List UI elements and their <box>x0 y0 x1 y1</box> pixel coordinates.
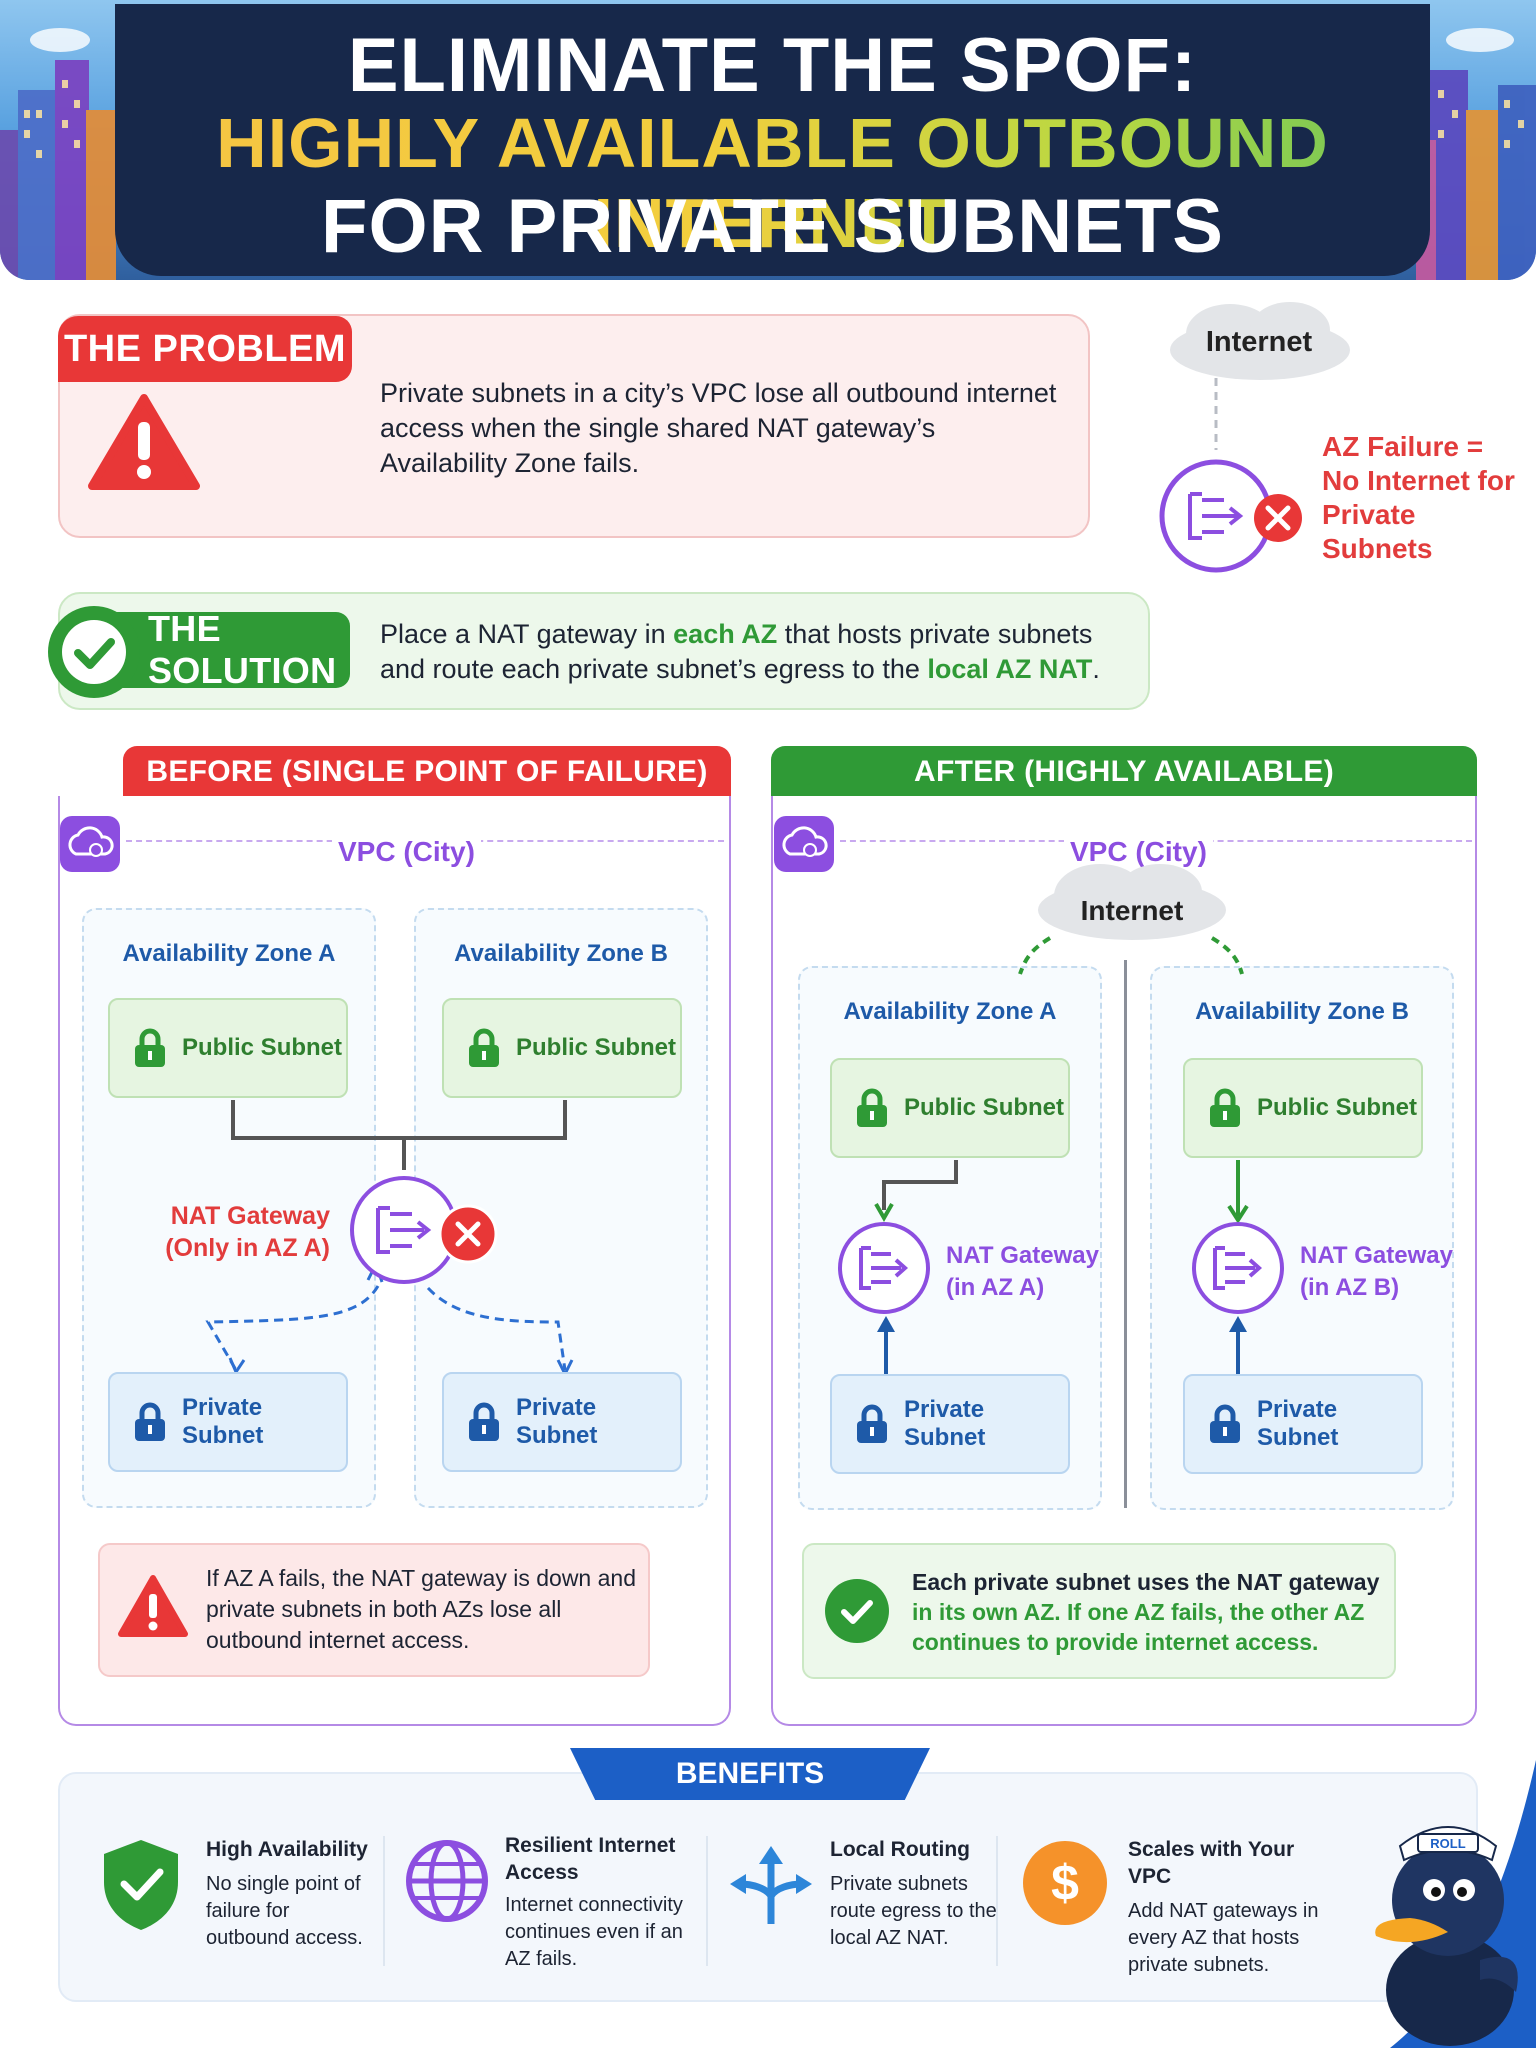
after-connectors <box>874 1160 1249 1378</box>
benefits-ribbon: BENEFITS <box>570 1748 930 1800</box>
benefit-high-availability: High Availability No single point of fai… <box>206 1838 368 1949</box>
title-line-3: FOR PRIVATE SUBNETS <box>321 184 1224 269</box>
lock-icon <box>466 1027 502 1069</box>
az-a-label-after: Availability Zone A <box>843 998 1057 1025</box>
benefit-separator <box>706 1836 708 1966</box>
lock-icon <box>132 1027 168 1069</box>
az-failure-text: AZ Failure = No Internet for Private Sub… <box>1322 431 1515 564</box>
nat-label-a-after: NAT Gateway(in AZ A) <box>946 1242 1099 1301</box>
lock-icon <box>854 1087 890 1129</box>
az-a-label-before: Availability Zone A <box>122 940 336 967</box>
check-circle-icon <box>825 1579 889 1643</box>
benefit-scales: Scales with Your VPC Add NAT gateways in… <box>1128 1838 1319 1976</box>
internet-label-after: Internet <box>1080 895 1184 926</box>
dollar-coin-icon: $ <box>1023 1841 1107 1925</box>
vpc-cloud-icon <box>60 816 120 872</box>
title-line-2: HIGHLY AVAILABLE OUTBOUND INTERNET <box>115 103 1430 263</box>
benefit-resilient-access: Resilient Internet Access Internet conne… <box>505 1834 683 1970</box>
header-banner <box>0 0 1536 280</box>
shield-check-icon <box>104 1840 178 1930</box>
after-note-text: Each private subnet uses the NAT gateway… <box>912 1569 1380 1655</box>
az-divider <box>1124 960 1127 1508</box>
warning-icon <box>118 1575 188 1637</box>
nat-label-before: NAT Gateway(Only in AZ A) <box>165 1202 330 1262</box>
public-subnet-b-after: Public Subnet <box>1183 1058 1423 1158</box>
lock-icon <box>1207 1087 1243 1129</box>
internet-cloud-after <box>1018 864 1244 975</box>
problem-diagram <box>1159 302 1350 573</box>
cloud-icon <box>1170 302 1350 380</box>
az-b-label-before: Availability Zone B <box>454 940 668 967</box>
before-note-text: If AZ A fails, the NAT gateway is down a… <box>206 1565 636 1653</box>
title-panel <box>115 4 1430 276</box>
az-b-label-after: Availability Zone B <box>1195 998 1409 1025</box>
public-subnet-a-before: Public Subnet <box>108 998 348 1098</box>
private-subnet-a-after: Private Subnet <box>830 1374 1070 1474</box>
vpc-cloud-icon <box>774 816 834 872</box>
after-note-panel <box>802 1543 1396 1679</box>
vpc-label-after: VPC (City) <box>1064 836 1213 868</box>
lock-icon <box>1207 1403 1243 1445</box>
problem-tag: THE PROBLEM <box>58 316 352 382</box>
lock-icon <box>132 1401 168 1443</box>
nat-gateway-icon <box>1192 1222 1284 1314</box>
globe-icon <box>406 1840 488 1922</box>
svg-text:ROLL: ROLL <box>1430 1836 1465 1851</box>
public-subnet-b-before: Public Subnet <box>442 998 682 1098</box>
problem-panel <box>58 314 1090 538</box>
solution-text: Place a NAT gateway in each AZ that host… <box>380 619 1100 684</box>
lock-icon <box>854 1403 890 1445</box>
warning-icon <box>88 394 200 490</box>
private-subnet-a-before: Private Subnet <box>108 1372 348 1472</box>
nat-gateway-icon <box>838 1222 930 1314</box>
benefit-local-routing: Local Routing Private subnets route egre… <box>830 1838 997 1949</box>
benefit-separator <box>996 1836 998 1966</box>
failure-x-icon <box>438 1204 498 1264</box>
routing-arrows-icon <box>730 1846 812 1924</box>
private-subnet-b-after: Private Subnet <box>1183 1374 1423 1474</box>
problem-text: Private subnets in a city’s VPC lose all… <box>380 378 1057 478</box>
before-header: BEFORE (SINGLE POINT OF FAILURE) <box>123 746 731 798</box>
duck-mascot-illustration: ROLL <box>1375 1760 1536 2048</box>
svg-text:$: $ <box>1051 1855 1079 1911</box>
private-subnet-b-before: Private Subnet <box>442 1372 682 1472</box>
nat-label-b-after: NAT Gateway(in AZ B) <box>1300 1242 1453 1301</box>
lock-icon <box>466 1401 502 1443</box>
after-header: AFTER (HIGHLY AVAILABLE) <box>771 746 1477 798</box>
before-note-panel <box>98 1543 650 1677</box>
title-line-1: ELIMINATE THE SPOF: <box>347 23 1198 108</box>
benefit-separator <box>383 1836 385 1966</box>
internet-label-top: Internet <box>1205 326 1313 358</box>
vpc-label-before: VPC (City) <box>332 836 481 868</box>
public-subnet-a-after: Public Subnet <box>830 1058 1070 1158</box>
check-circle-icon <box>48 606 140 698</box>
